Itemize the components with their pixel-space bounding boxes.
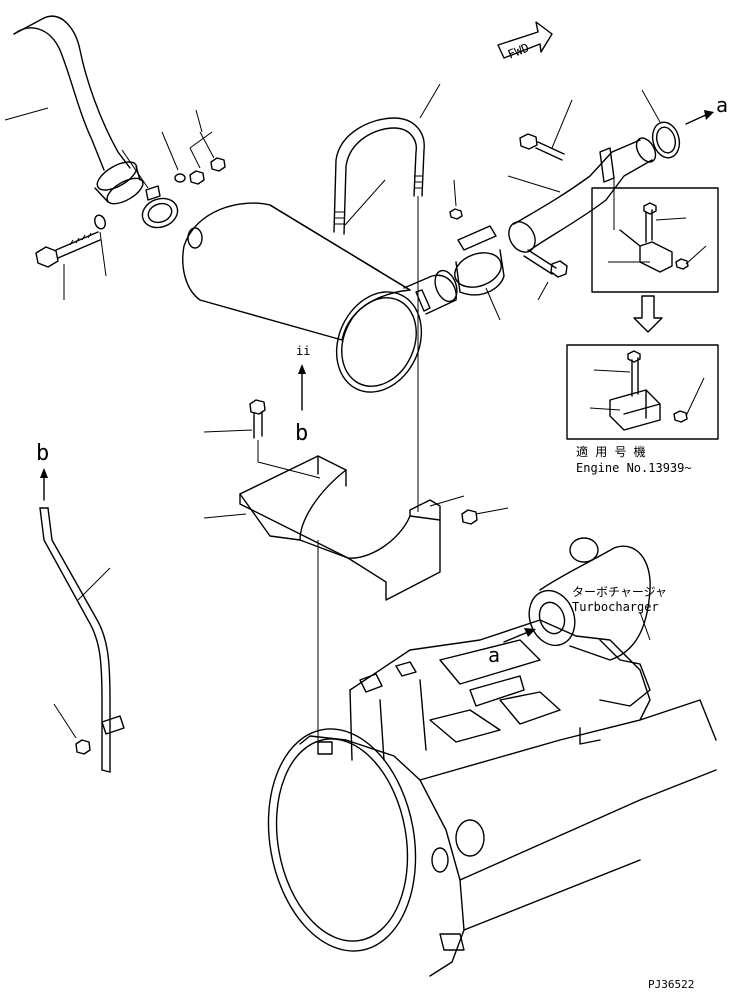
muffler-mark-ii: ii: [296, 344, 310, 358]
clamp-bolt: [35, 214, 107, 300]
arrow-label-b-muffler: b: [295, 421, 308, 446]
inset-bracket-1: [591, 178, 719, 333]
arrow-label-a-turbo: a: [488, 643, 500, 667]
fwd-arrow: FWD: [497, 21, 553, 62]
tail-pipe: [4, 15, 144, 205]
pipe-clamp: [121, 149, 179, 229]
outlet-clamp: [449, 179, 568, 321]
applicable-engine: Engine No.13939~: [576, 461, 692, 475]
turbo-label-jp: ターボチャージャ: [572, 585, 667, 599]
turbo-label-en: Turbocharger: [572, 600, 659, 614]
u-bolt: [333, 83, 441, 512]
arrow-label-a-top: a: [716, 93, 728, 117]
muffler-bracket: [203, 399, 509, 742]
nuts-washers-top: [161, 109, 226, 185]
applicable-title: 適 用 号 機: [576, 444, 646, 459]
elbow-pipe: a: [507, 89, 728, 253]
engine-block: a ターボチャージャ Turbocharger: [267, 537, 717, 977]
fwd-label: FWD: [506, 41, 531, 62]
drawing-number: PJ36522: [648, 978, 694, 991]
inset-bracket-2: 適 用 号 機 Engine No.13939~: [566, 344, 719, 475]
muffler: ii b: [182, 179, 458, 446]
arrow-label-b-rod: b: [36, 441, 49, 466]
rod-assembly: b: [36, 441, 125, 773]
